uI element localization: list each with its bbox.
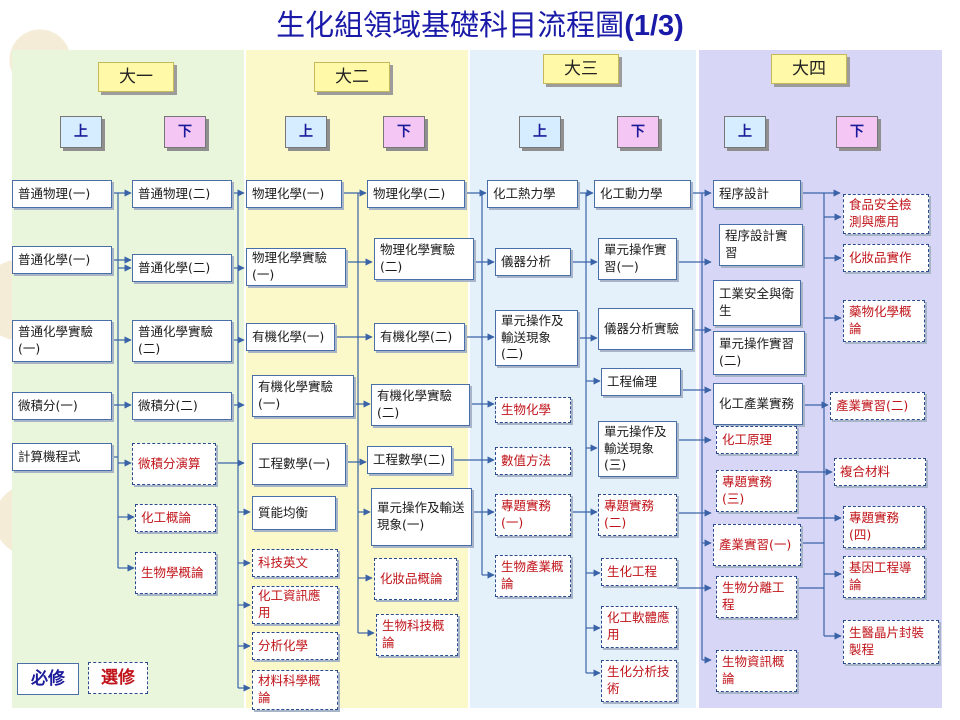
course-engineering-math-1: 工程數學(一) [252, 443, 346, 485]
course-intro-biotechnology: 生物科技概論 [376, 614, 458, 656]
course-chemical-software-application: 化工軟體應用 [601, 606, 677, 648]
course-physical-chemistry-1: 物理化學(一) [246, 180, 342, 208]
course-cosmetics-practice: 化妝品實作 [843, 244, 929, 272]
course-organic-chemistry-lab-1: 有機化學實驗(一) [252, 375, 354, 417]
course-unit-operations-transport-3: 單元操作及輸送現象(三) [598, 421, 677, 477]
course-biochemical-engineering: 生化工程 [601, 558, 677, 586]
course-composite-materials: 複合材料 [834, 458, 926, 486]
course-unit-operations-lab-2: 單元操作實習(二) [713, 331, 805, 375]
course-physical-chemistry-2: 物理化學(二) [367, 180, 465, 208]
course-chemical-info-application: 化工資訊應用 [252, 586, 338, 624]
semester-lower-y3: 下 [617, 116, 659, 148]
course-general-chemistry-lab-1: 普通化學實驗(一) [12, 320, 112, 362]
course-process-design: 程序設計 [713, 180, 801, 208]
course-project-practice-1: 專題實務(一) [495, 494, 571, 536]
course-organic-chemistry-2: 有機化學(二) [374, 323, 465, 351]
course-intro-biology: 生物學概論 [135, 552, 216, 594]
course-general-physics-1: 普通物理(一) [12, 180, 112, 208]
year-label-4: 大四 [771, 54, 847, 84]
semester-upper-y3: 上 [519, 116, 561, 148]
course-industrial-internship-1: 產業實習(一) [713, 524, 801, 566]
course-instrumental-analysis: 儀器分析 [495, 248, 571, 276]
course-chemical-principles: 化工原理 [716, 426, 797, 454]
course-biochemistry: 生物化學 [495, 397, 571, 423]
course-chemical-industry-practice: 化工產業實務 [713, 383, 803, 425]
semester-lower-y1: 下 [164, 116, 206, 148]
course-numerical-methods: 數值方法 [495, 447, 571, 475]
course-biomedical-chip-packaging: 生醫晶片封裝製程 [843, 620, 939, 664]
course-general-chemistry-lab-2: 普通化學實驗(二) [132, 320, 232, 362]
course-technical-english: 科技英文 [252, 549, 338, 577]
course-intro-genetic-engineering: 基因工程導論 [843, 556, 925, 598]
semester-lower-y4: 下 [836, 116, 878, 148]
course-industrial-internship-2: 產業實習(二) [830, 392, 925, 420]
course-organic-chemistry-lab-2: 有機化學實驗(二) [371, 384, 470, 426]
course-intro-chemical-engineering: 化工概論 [135, 504, 216, 532]
year-label-3: 大三 [543, 54, 619, 84]
course-physical-chemistry-lab-2: 物理化學實驗(二) [374, 238, 474, 280]
course-process-design-lab: 程序設計實習 [719, 224, 803, 266]
course-analytical-chemistry: 分析化學 [252, 632, 338, 660]
course-calculus-1: 微積分(一) [12, 392, 112, 420]
legend-required: 必修 [17, 663, 79, 695]
year1-column [12, 50, 244, 708]
course-bioanalytical-techniques: 生化分析技術 [601, 660, 677, 702]
course-engineering-ethics: 工程倫理 [601, 368, 681, 396]
course-project-practice-2: 專題實務(二) [598, 494, 677, 536]
course-physical-chemistry-lab-1: 物理化學實驗(一) [246, 248, 346, 286]
course-instrumental-analysis-lab: 儀器分析實驗 [598, 308, 693, 350]
year-label-1: 大一 [98, 62, 174, 92]
course-intro-bioinformatics: 生物資訊概論 [716, 650, 797, 692]
course-general-physics-2: 普通物理(二) [132, 180, 232, 208]
course-engineering-math-2: 工程數學(二) [367, 446, 452, 474]
course-bioseparation-engineering: 生物分離工程 [716, 576, 797, 618]
course-unit-operations-lab-1: 單元操作實習(一) [598, 238, 677, 280]
course-unit-operations-transport-1: 單元操作及輸送現象(一) [371, 488, 472, 546]
course-intro-cosmetics: 化妝品概論 [374, 558, 457, 600]
course-chemical-thermodynamics: 化工熱力學 [487, 180, 578, 208]
course-general-chemistry-2: 普通化學(二) [132, 254, 232, 282]
course-organic-chemistry-1: 有機化學(一) [246, 323, 335, 351]
course-calculus-exercise: 微積分演算 [132, 443, 216, 485]
page-title: 生化組領域基礎科目流程圖(1/3) [276, 8, 684, 42]
course-chemical-kinetics: 化工動力學 [594, 180, 691, 208]
semester-lower-y2: 下 [383, 116, 425, 148]
course-intro-bio-industry: 生物產業概論 [495, 555, 571, 597]
semester-upper-y1: 上 [60, 116, 102, 148]
course-calculus-2: 微積分(二) [132, 392, 232, 420]
course-programming: 計算機程式 [12, 443, 112, 471]
course-unit-operations-transport-2: 單元操作及輸送現象(二) [495, 310, 578, 366]
course-intro-medicinal-chemistry: 藥物化學概論 [843, 300, 925, 342]
course-project-practice-4: 專題實務(四) [843, 506, 925, 548]
course-materials-science: 材料科學概論 [252, 670, 338, 710]
semester-upper-y4: 上 [724, 116, 766, 148]
course-food-safety-testing: 食品安全檢測與應用 [843, 194, 929, 234]
course-mass-energy-balance: 質能均衡 [252, 496, 336, 530]
year-label-2: 大二 [314, 62, 390, 92]
course-general-chemistry-1: 普通化學(一) [12, 246, 112, 274]
course-project-practice-3: 專題實務(三) [716, 470, 797, 512]
course-industrial-safety-health: 工業安全與衛生 [713, 280, 801, 326]
semester-upper-y2: 上 [285, 116, 327, 148]
legend-elective: 選修 [88, 662, 148, 694]
